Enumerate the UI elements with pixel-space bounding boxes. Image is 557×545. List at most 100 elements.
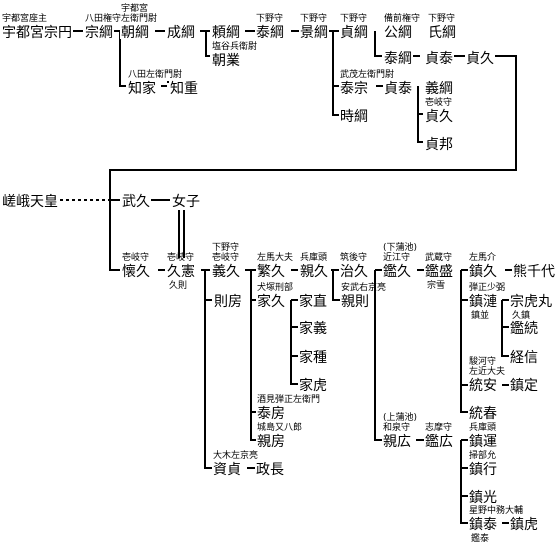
person-n60: 鎮虎	[509, 515, 539, 533]
name-backing	[424, 432, 454, 448]
person-n38: 家直	[298, 292, 328, 310]
name-backing	[339, 107, 369, 123]
person-n21: 時綱	[339, 107, 369, 125]
name-backing	[509, 348, 539, 364]
person-alias: 久則	[169, 279, 187, 291]
name-backing	[256, 432, 286, 448]
name-backing	[424, 135, 454, 151]
person-name: 泰綱	[384, 51, 412, 67]
person-name: 氏綱	[428, 25, 456, 41]
name-backing	[298, 348, 328, 364]
person-name: 熊千代	[513, 264, 555, 280]
person-name: 統春	[469, 406, 497, 422]
person-name: 懐久	[122, 263, 150, 280]
person-title: 弾正少弼	[469, 281, 505, 293]
person-alias: 鎮並	[471, 309, 489, 321]
person-title: 左馬介	[469, 251, 496, 263]
name-backing	[121, 262, 151, 278]
person-name: 貞泰	[384, 81, 412, 97]
name-backing	[512, 262, 556, 278]
person-name: 義久	[212, 263, 240, 280]
name-backing	[383, 79, 413, 95]
person-title: 志摩守	[425, 421, 452, 433]
person-title: 武蔵守	[425, 251, 452, 263]
name-backing	[382, 262, 412, 278]
name-backing	[166, 23, 196, 39]
name-backing	[424, 107, 454, 123]
person-title: 八田権守	[85, 12, 121, 24]
name-backing	[127, 79, 157, 95]
person-name: 宇都宮宗円	[2, 25, 72, 41]
person-n32: 鑑久(下蒲池)近江守	[382, 241, 417, 280]
person-n42: 鑑続	[509, 319, 539, 337]
name-backing	[424, 79, 454, 95]
person-title: 掃部允	[469, 449, 496, 461]
person-title: 壱岐守	[167, 251, 194, 263]
person-name: 知重	[170, 80, 198, 97]
person-title: 武茂左衛門尉	[340, 68, 394, 80]
person-n4: 成綱	[166, 23, 196, 41]
person-n35: 熊千代	[512, 262, 556, 280]
name-backing	[298, 376, 328, 392]
person-title: 左馬大夫	[257, 251, 293, 263]
person-name: 朝業	[212, 53, 240, 69]
name-backing	[213, 292, 243, 308]
person-n13: 知重	[169, 79, 199, 97]
person-name: 鑑広	[425, 433, 453, 450]
person-name: 鎮漣	[469, 294, 497, 310]
person-name: 家久	[257, 293, 285, 310]
person-name: 鑑盛	[425, 263, 453, 280]
name-backing	[120, 23, 150, 39]
person-title: 城島又八郎	[257, 421, 302, 433]
person-name: 泰房	[257, 406, 285, 422]
name-backing	[166, 262, 196, 278]
person-name: 親房	[257, 434, 285, 450]
person-title: 安武右京亮	[341, 281, 386, 293]
person-name: 泰綱	[256, 25, 284, 41]
name-backing	[211, 23, 241, 39]
person-name: 義綱	[425, 80, 453, 97]
name-backing	[84, 23, 114, 39]
person-title: 左衛門尉	[121, 12, 157, 24]
name-backing	[340, 292, 370, 308]
person-n51: 統春	[468, 404, 498, 422]
person-n56: 政長	[255, 460, 285, 478]
name-backing	[211, 51, 241, 67]
person-name: 朝綱	[121, 25, 149, 41]
name-backing	[171, 192, 201, 208]
name-backing	[299, 23, 329, 39]
person-title: 宇都宮座主	[2, 12, 47, 24]
person-name: 貞邦	[425, 137, 453, 153]
person-n25: 女子	[171, 192, 201, 210]
person-name: 時綱	[340, 109, 368, 125]
person-name: 則房	[214, 294, 242, 310]
person-name: 家種	[299, 349, 327, 366]
name-backing	[468, 292, 498, 308]
person-name: 武久	[122, 194, 150, 210]
person-title: 壱岐守	[212, 251, 239, 263]
person-title: (下蒲池)	[383, 241, 417, 253]
person-title: 下野守	[340, 12, 367, 24]
person-name: 久憲	[167, 263, 195, 280]
person-name: 頼綱	[212, 25, 240, 41]
person-title: 八田左衛門尉	[128, 68, 182, 80]
name-backing	[256, 404, 286, 420]
